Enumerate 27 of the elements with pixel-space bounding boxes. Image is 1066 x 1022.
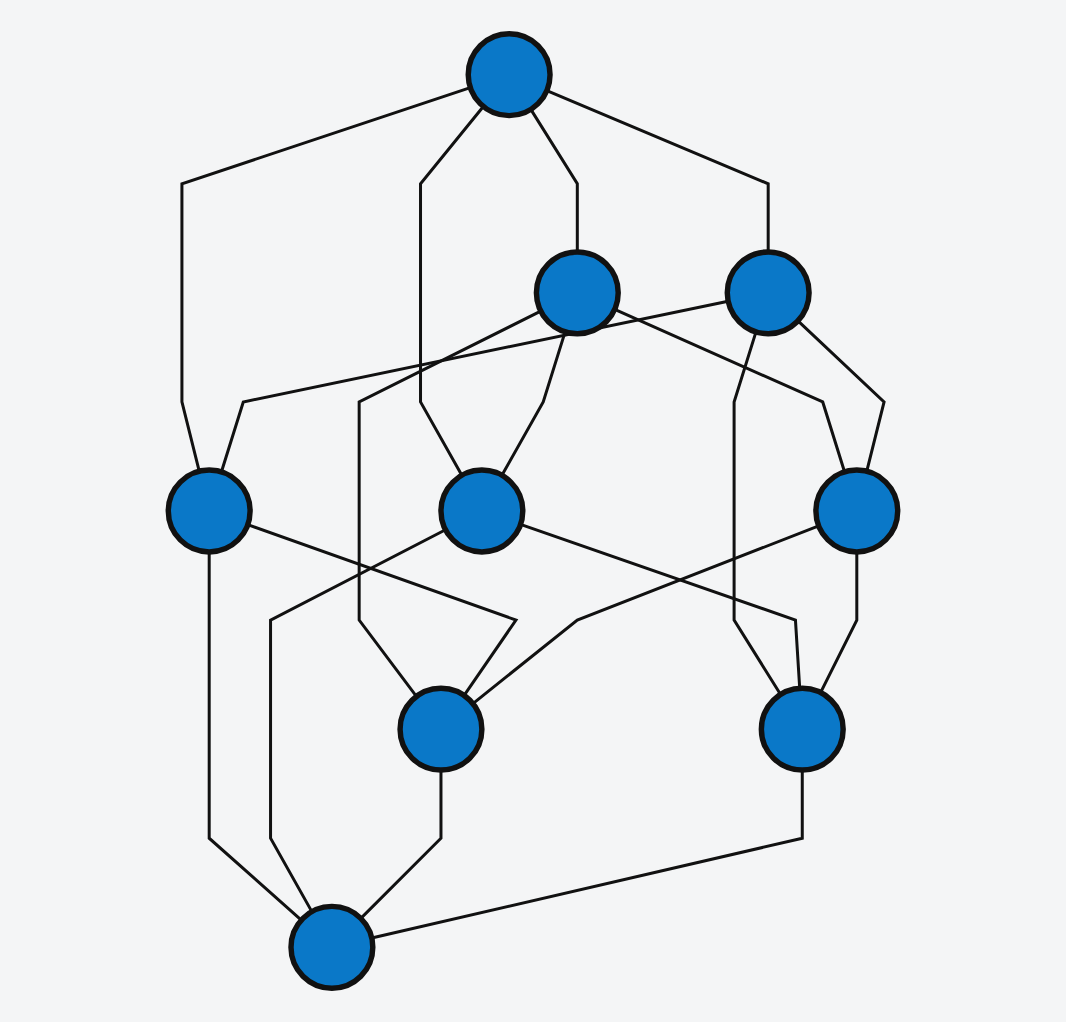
connector-line: [247, 523, 519, 697]
connector-line: [819, 551, 859, 694]
connector-line: [529, 108, 579, 252]
circle-node: [438, 467, 526, 555]
connector-line: [520, 523, 802, 689]
connector-line: [359, 770, 443, 920]
connector-line: [180, 86, 471, 472]
connector-line: [357, 309, 542, 698]
connector-line: [219, 299, 729, 473]
circle-node: [813, 467, 901, 555]
connector-line: [419, 105, 485, 477]
circle-node: [758, 685, 846, 773]
circle-node: [724, 249, 812, 337]
connector-line: [471, 524, 820, 705]
circle-node: [533, 249, 621, 337]
connector-line: [500, 331, 567, 477]
connector-line: [546, 89, 770, 252]
circle-node: [465, 31, 553, 119]
circle-node: [165, 467, 253, 555]
circle-node: [397, 685, 485, 773]
connector-line: [269, 528, 447, 913]
connector-line: [207, 551, 303, 922]
circle-node: [288, 903, 376, 991]
connector-line: [371, 770, 804, 940]
connector-line: [614, 308, 847, 473]
connector-line: [796, 319, 886, 472]
connector-line: [732, 331, 782, 696]
